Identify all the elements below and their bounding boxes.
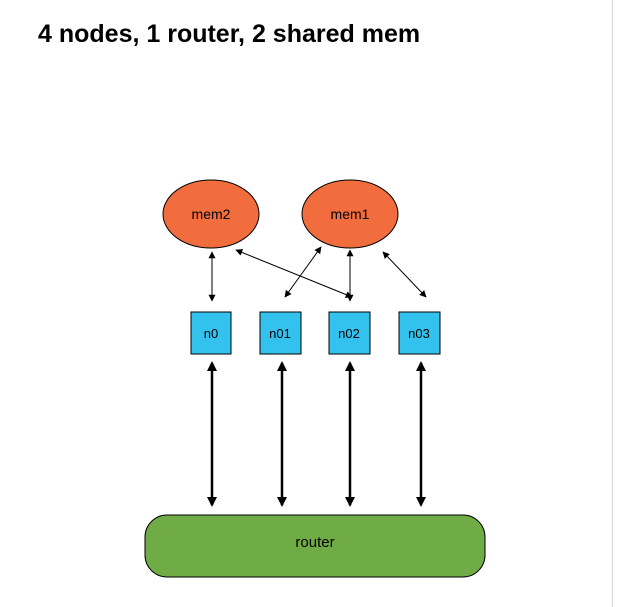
connector-mem1-n01 <box>284 246 322 298</box>
node-label: n01 <box>269 326 291 341</box>
node-label: n03 <box>408 326 430 341</box>
router-label: router <box>295 534 334 551</box>
memory-connectors <box>208 246 427 302</box>
slide-title: 4 nodes, 1 router, 2 shared mem <box>38 20 421 48</box>
memory-mem1: mem1 <box>301 179 399 249</box>
node-label: n02 <box>338 326 360 341</box>
memory-label: mem2 <box>192 206 231 222</box>
node-n02: n02 <box>328 311 371 355</box>
router-connectors <box>207 361 426 507</box>
node-label: n0 <box>204 326 218 341</box>
divider-line <box>612 0 613 607</box>
node-n0: n0 <box>190 311 232 355</box>
router: router <box>144 514 486 578</box>
memory-label: mem1 <box>331 206 370 222</box>
connector-mem1-n03 <box>382 251 427 298</box>
memory-mem2: mem2 <box>162 179 260 249</box>
connector-mem2-n02 <box>235 249 353 298</box>
node-n03: n03 <box>398 311 441 355</box>
node-n01: n01 <box>259 311 302 355</box>
